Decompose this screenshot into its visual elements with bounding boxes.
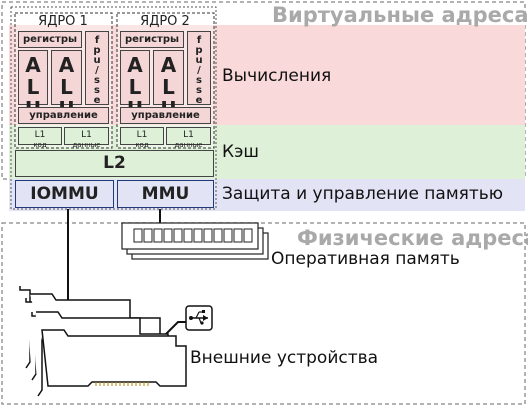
physical-addresses-title: Физические адреса	[297, 226, 528, 250]
core-2-control: управление	[120, 107, 211, 124]
core-1-registers: регистры	[18, 31, 82, 48]
l1-label: L1	[81, 130, 92, 140]
core-1-l1-code: L1 код	[18, 127, 62, 149]
core-2-alu-2: ALU	[153, 50, 184, 120]
l1-sub-label: код	[135, 141, 149, 149]
l1-label: L1	[34, 130, 46, 140]
usb-bus-line	[162, 321, 186, 338]
l1-label: L1	[183, 130, 194, 140]
core-2-l1-data: L1 данные	[166, 127, 211, 149]
core-1-title: ЯДРО 1	[38, 14, 88, 29]
protection-label: Защита и управление памятью	[222, 184, 504, 204]
core-1-control: управление	[18, 107, 109, 124]
compute-label: Вычисления	[222, 66, 332, 86]
l1-sub-label: данные	[174, 141, 203, 149]
l1-label: L1	[136, 130, 148, 140]
expansion-card-icon	[19, 286, 187, 397]
ram-module-icon	[121, 222, 269, 260]
physical-zone-frame	[1, 222, 526, 405]
virtual-addresses-title: Виртуальные адреса	[272, 3, 528, 27]
mmu-block: MMU	[117, 180, 214, 208]
l1-sub-label: код	[33, 141, 47, 149]
devices-label: Внешние устройства	[190, 348, 379, 368]
l2-cache: L2	[15, 150, 214, 177]
ram-label: Оперативная память	[271, 249, 460, 269]
core-1-alu-1: ALU	[18, 50, 48, 120]
core-1-l1-data: L1 данные	[64, 127, 109, 149]
core-2-l1-code: L1 код	[120, 127, 164, 149]
core-2-registers: регистры	[120, 31, 184, 48]
chip-outline	[10, 6, 217, 210]
iommu-block: IOMMU	[15, 180, 114, 208]
core-1-alu-2: ALU	[51, 50, 82, 120]
core-2-title: ЯДРО 2	[140, 14, 190, 29]
cache-label: Кэш	[222, 142, 259, 162]
usb-icon	[185, 305, 213, 331]
core-2-alu-1: ALU	[120, 50, 150, 120]
l1-sub-label: данные	[72, 141, 101, 149]
